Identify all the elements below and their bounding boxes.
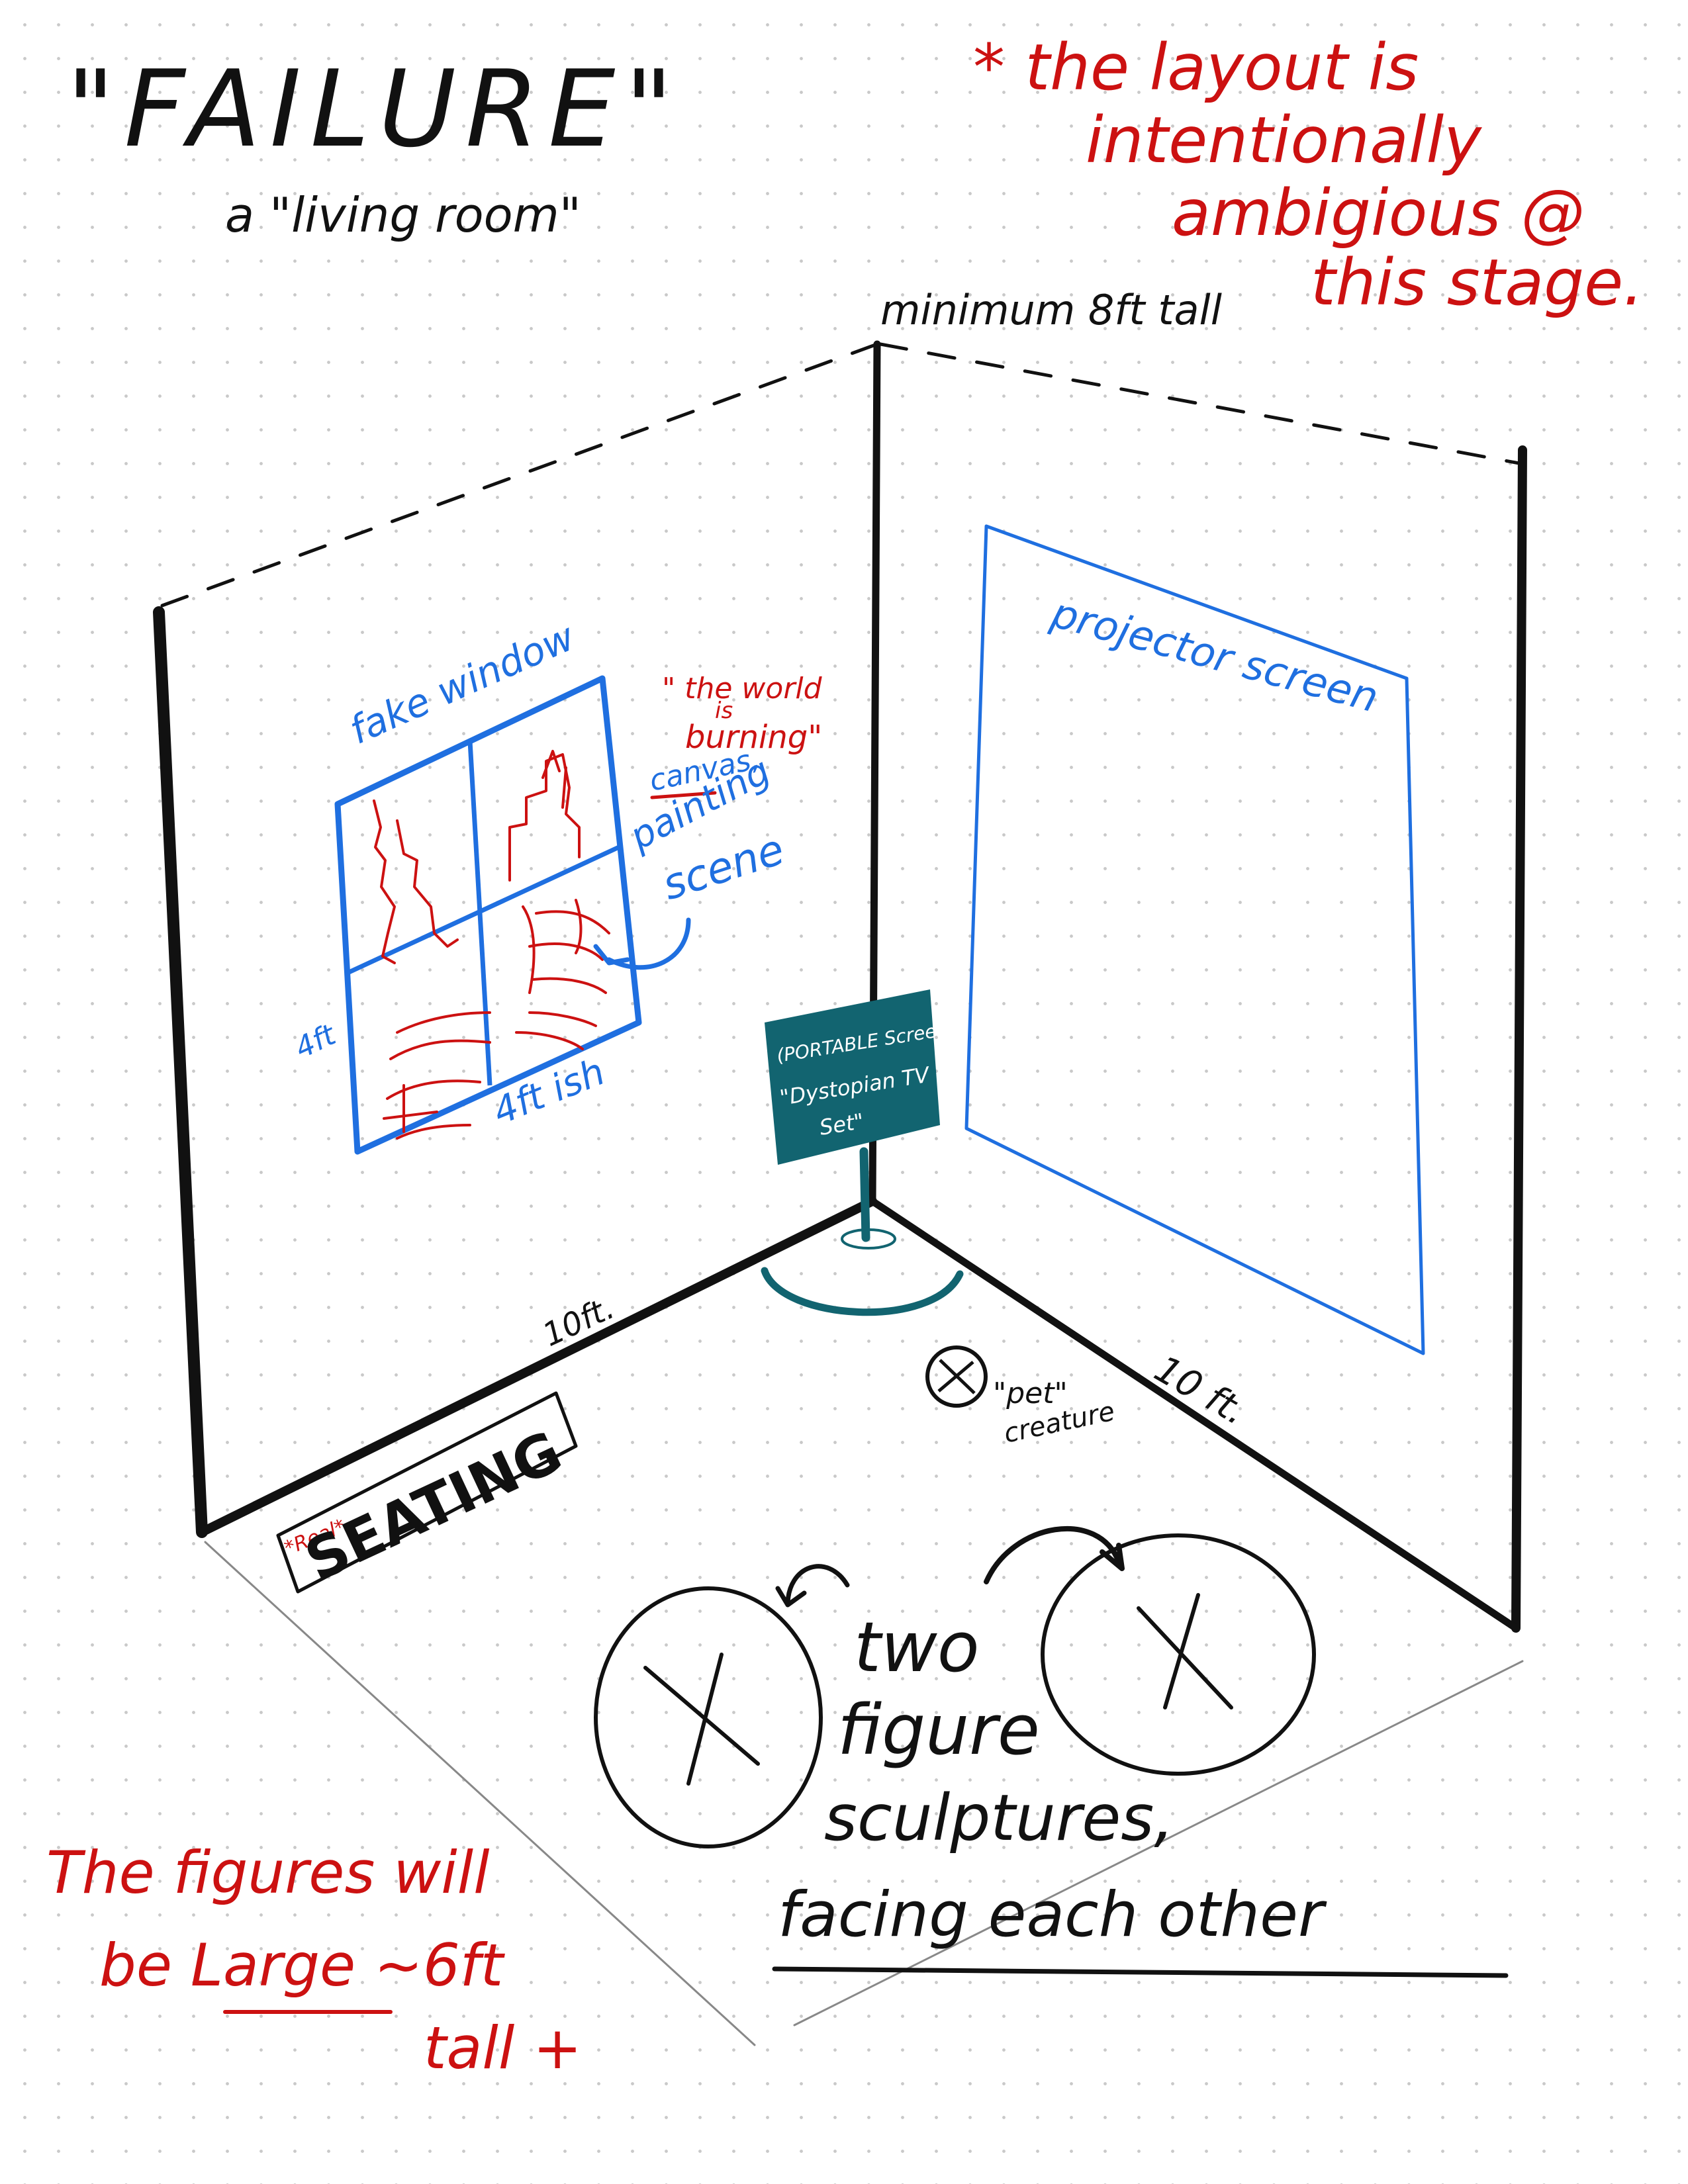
left-wall-edge bbox=[153, 606, 208, 1538]
painting-arrow bbox=[593, 917, 691, 970]
burning-scene-painting bbox=[373, 750, 610, 1140]
figures-note-line-4: facing each other bbox=[778, 1879, 1327, 1951]
note-top-right-line-2: intentionally bbox=[1086, 103, 1482, 177]
fake-window-label: fake window bbox=[343, 614, 581, 753]
room-walls bbox=[153, 340, 1527, 2046]
turn-arrow-left bbox=[775, 1564, 850, 1608]
fake-window-height-label: 4ft bbox=[290, 1017, 342, 1066]
fake-window: fake window 4ft 4ft ish bbox=[290, 614, 642, 1155]
note-top-right-line-3: ambigious @ bbox=[1172, 176, 1585, 250]
figures-note-line-1: two bbox=[854, 1607, 979, 1688]
figure-circle-left bbox=[594, 1586, 823, 1848]
figure-circle-right bbox=[1041, 1533, 1316, 1776]
floor-outline-right bbox=[793, 1660, 1524, 2026]
note-top-right-line-4: this stage. bbox=[1311, 246, 1644, 320]
figures-note-line-2: figure bbox=[837, 1690, 1040, 1770]
tv-stand-arc bbox=[761, 1267, 964, 1316]
tv-stand-base bbox=[841, 1228, 896, 1250]
figure-sculptures bbox=[594, 1525, 1316, 1848]
note-top-right-line-1: * the layout is bbox=[973, 30, 1419, 105]
figures-note-underline bbox=[772, 1966, 1509, 1978]
subtitle: a "living room" bbox=[225, 187, 581, 243]
pet-marker-circle bbox=[925, 1345, 988, 1408]
bottom-note-line-2: be Large ~6ft bbox=[99, 1931, 506, 1999]
figures-note-line-3: sculptures, bbox=[824, 1781, 1174, 1855]
tv-stand-pole bbox=[859, 1147, 870, 1242]
ceiling-edge-left bbox=[160, 342, 879, 608]
projector-screen-outline bbox=[964, 524, 1425, 1355]
height-label: minimum 8ft tall bbox=[880, 286, 1222, 334]
bottom-note-line-3: tall + bbox=[424, 2014, 582, 2082]
pet-creature: "pet" creature bbox=[925, 1345, 1117, 1449]
pet-label-line-1: "pet" bbox=[993, 1377, 1068, 1410]
bottom-note-line-1: The figures will bbox=[46, 1839, 490, 1907]
right-wall-edge bbox=[1511, 445, 1527, 1633]
ceiling-edge-right bbox=[878, 342, 1521, 465]
painting-quote-line-3: burning" bbox=[685, 719, 822, 756]
painting-quote-line-1: " the world bbox=[662, 672, 823, 705]
canvas-underline bbox=[650, 791, 717, 799]
fake-window-mullion-horizontal bbox=[346, 844, 620, 976]
painting-quote-line-2: is bbox=[715, 698, 733, 724]
projector-screen: projector screen bbox=[964, 524, 1425, 1355]
tv-screen-panel bbox=[765, 989, 940, 1165]
seating-box bbox=[276, 1391, 578, 1594]
portable-tv: (PORTABLE Screen) "Dystopian TV Set" bbox=[761, 989, 964, 1316]
title: "FAILURE" bbox=[66, 47, 682, 171]
floor-edge-right bbox=[868, 1197, 1520, 1632]
floor-outline-left bbox=[204, 1541, 756, 2046]
floor-edge-left bbox=[197, 1197, 877, 1537]
turn-arrow-right bbox=[984, 1525, 1125, 1584]
fake-window-frame bbox=[334, 675, 642, 1155]
